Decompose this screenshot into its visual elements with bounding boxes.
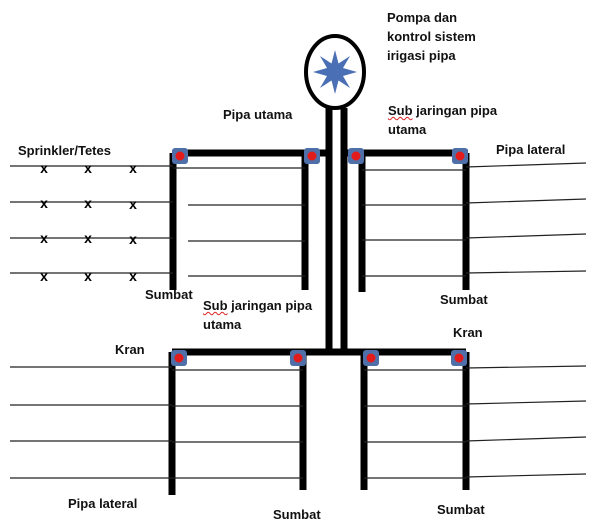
valve-icon	[290, 350, 306, 366]
valve-label: Kran	[115, 342, 145, 357]
valve-icon	[172, 148, 188, 164]
lateral-pipes	[10, 162, 587, 479]
pump-label: Pompa dan kontrol sistem irigasi pipa	[387, 8, 476, 65]
plug-label: Sumbat	[273, 507, 321, 522]
plug-label: Sumbat	[440, 292, 488, 307]
emitter-mark: x	[40, 230, 48, 246]
valve-icon	[452, 148, 468, 164]
sub-main-mid-line: utama	[203, 317, 242, 332]
pump-label-line: kontrol sistem	[387, 29, 476, 44]
spell-flag-word: Sub	[203, 298, 228, 313]
valve-icon	[348, 148, 364, 164]
emitter-mark: x	[40, 268, 48, 284]
emitter-mark: x	[129, 160, 137, 176]
valve-icon	[363, 350, 379, 366]
sub-main-top-line: Sub jaringan pipa	[388, 101, 497, 120]
emitter-mark: x	[129, 268, 137, 284]
emitter-mark: x	[40, 160, 48, 176]
sub-main-top-rest: jaringan pipa	[412, 103, 498, 118]
sub-main-mid-line: Sub jaringan pipa	[203, 296, 312, 315]
valve-icon	[171, 350, 187, 366]
lateral-bottom-label: Pipa lateral	[68, 496, 138, 511]
spell-flag-word: Sub	[388, 103, 413, 118]
emitters: x x x x x x x x x x x x	[40, 160, 137, 284]
plug-label: Sumbat	[145, 287, 193, 302]
valves	[171, 148, 468, 366]
sub-main-mid-rest: jaringan pipa	[227, 298, 313, 313]
emitter-mark: x	[129, 196, 137, 212]
main-pipe-label: Pipa utama	[223, 107, 293, 122]
emitter-mark: x	[84, 195, 92, 211]
pump-label-line: Pompa dan	[387, 10, 458, 25]
emitter-mark: x	[84, 230, 92, 246]
pump-label-line: irigasi pipa	[387, 48, 456, 63]
sub-main-top-line: utama	[388, 122, 427, 137]
valve-label: Kran	[453, 325, 483, 340]
emitter-mark: x	[40, 195, 48, 211]
emitter-mark: x	[129, 231, 137, 247]
manifold-pipes	[168, 153, 470, 495]
pump-star-icon	[313, 50, 357, 94]
valve-icon	[304, 148, 320, 164]
lateral-top-label: Pipa lateral	[496, 142, 566, 157]
main-pipe	[325, 108, 348, 352]
valve-icon	[451, 350, 467, 366]
plug-label: Sumbat	[437, 502, 485, 517]
sprinkler-label: Sprinkler/Tetes	[18, 143, 111, 158]
emitter-mark: x	[84, 268, 92, 284]
sub-main-mid-label: Sub jaringan pipa utama	[203, 296, 312, 334]
emitter-mark: x	[84, 160, 92, 176]
sub-main-top-label: Sub jaringan pipa utama	[388, 101, 497, 139]
